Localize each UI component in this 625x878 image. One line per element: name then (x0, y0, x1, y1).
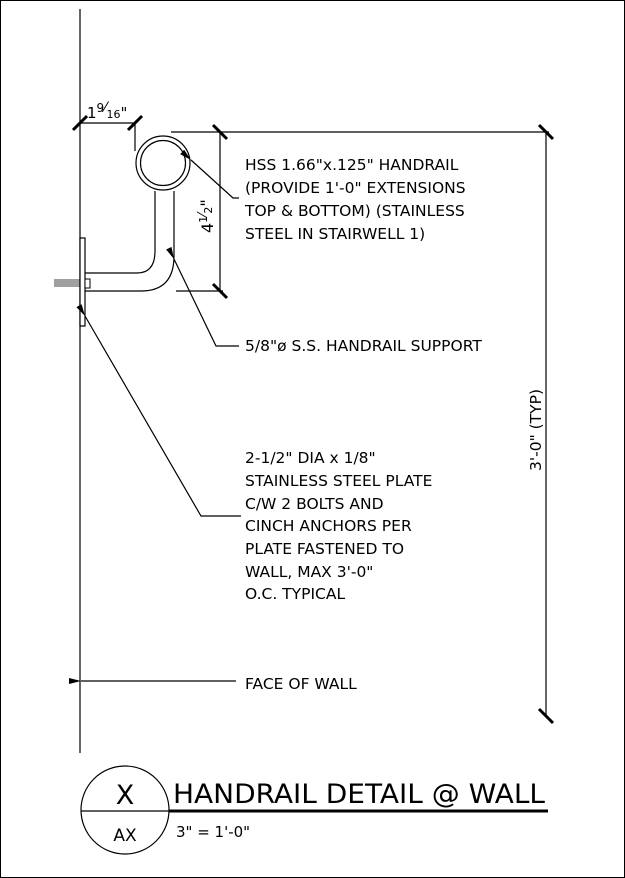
handrail-note: HSS 1.66"x.125" HANDRAIL (PROVIDE 1'-0" … (244, 156, 466, 243)
svg-text:O.C. TYPICAL: O.C. TYPICAL (245, 585, 345, 603)
svg-text:WALL, MAX 3'-0": WALL, MAX 3'-0" (245, 563, 373, 581)
offset-dimension: 19⁄16" (87, 100, 127, 122)
handrail-pipe-inner (139, 139, 187, 187)
wall-plate (79, 237, 86, 327)
height-dimension: 41⁄2" (196, 199, 217, 233)
sheet-ref: AX (113, 826, 137, 846)
svg-text:PLATE FASTENED TO: PLATE FASTENED TO (245, 540, 404, 558)
plate-note: 2-1/2" DIA x 1/8" STAINLESS STEEL PLATE … (245, 449, 432, 603)
svg-text:HSS 1.66"x.125" HANDRAIL: HSS 1.66"x.125" HANDRAIL (245, 156, 459, 174)
rail-height-dimension: 3'-0" (TYP) (527, 389, 545, 471)
anchor-bolts (54, 279, 80, 287)
support-leader (166, 246, 239, 347)
support-note: 5/8"ø S.S. HANDRAIL SUPPORT (245, 337, 482, 355)
bolt-head (84, 278, 91, 289)
svg-text:STAINLESS STEEL PLATE: STAINLESS STEEL PLATE (245, 472, 432, 490)
face-of-wall-note: FACE OF WALL (245, 675, 357, 693)
handrail-pipe-outer (135, 135, 191, 191)
detail-title: HANDRAIL DETAIL @ WALL (173, 779, 545, 810)
handrail-support (85, 191, 175, 292)
svg-text:TOP & BOTTOM) (STAINLESS: TOP & BOTTOM) (STAINLESS (244, 202, 465, 220)
svg-text:2-1/2" DIA x 1/8": 2-1/2" DIA x 1/8" (245, 449, 376, 467)
handrail-leader (180, 149, 239, 199)
svg-text:STEEL IN STAIRWELL 1): STEEL IN STAIRWELL 1) (245, 225, 425, 243)
detail-id: X (116, 780, 135, 811)
svg-text:(PROVIDE 1'-0" EXTENSIONS: (PROVIDE 1'-0" EXTENSIONS (245, 179, 466, 197)
svg-text:C/W 2 BOLTS AND: C/W 2 BOLTS AND (245, 495, 384, 513)
plate-leader (76, 304, 241, 517)
svg-text:CINCH ANCHORS PER: CINCH ANCHORS PER (245, 517, 412, 535)
detail-scale: 3" = 1'-0" (176, 823, 250, 841)
